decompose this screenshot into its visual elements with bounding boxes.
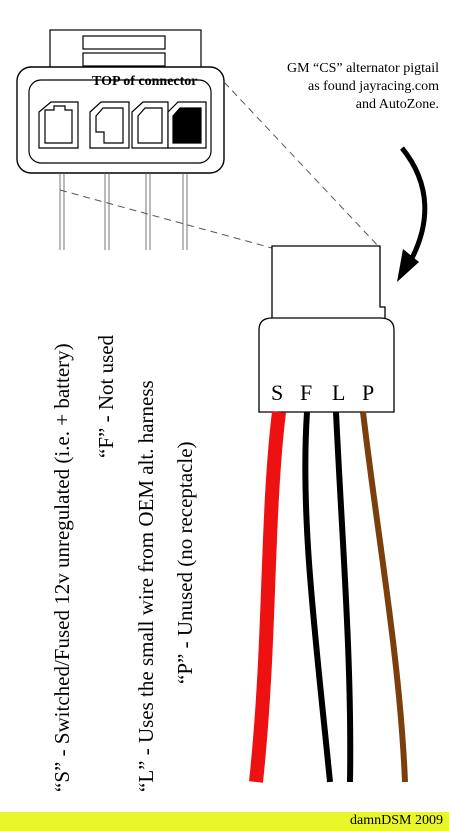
wire-f [302,411,333,783]
connector-leads [59,173,188,250]
connector-top-tab [49,29,202,72]
pin-description-f: “F” - Not used [94,334,118,458]
pin-description-s: “S” - Switched/Fused 12v unregulated (i.… [50,343,74,792]
footer-bar: damnDSM 2009 [0,812,449,831]
pin-description-p: “P” - Unused (no receptacle) [173,441,197,684]
pin-letter-p: P [362,380,375,405]
projection-lines [59,81,381,249]
pigtail-note: GM “CS” alternator pigtail as found jayr… [287,60,439,114]
pigtail-note-line: GM “CS” alternator pigtail [286,61,439,76]
wire-l [333,411,354,783]
pigtail-plug [258,245,395,413]
wires [249,411,408,783]
receptacle-l [131,101,169,149]
receptacle-s [38,101,79,149]
callout-arrow [400,146,428,264]
callout-arrowhead-icon [397,249,419,282]
wire-s [249,411,286,783]
footer-credit: damnDSM 2009 [350,813,443,828]
connector-top-label: TOP of connector [92,74,198,89]
pigtail-note-line: as found jayracing.com [307,79,439,94]
pin-letter-s: S [271,380,284,405]
wire-p [360,411,408,783]
pin-letter-l: L [332,380,346,405]
pin-description-l: “L” - Uses the small wire from OEM alt. … [134,380,158,792]
pin-letter-f: F [300,380,313,405]
receptacle-p [167,101,207,149]
pigtail-note-line: and AutoZone. [355,97,439,112]
receptacle-f [89,101,130,149]
